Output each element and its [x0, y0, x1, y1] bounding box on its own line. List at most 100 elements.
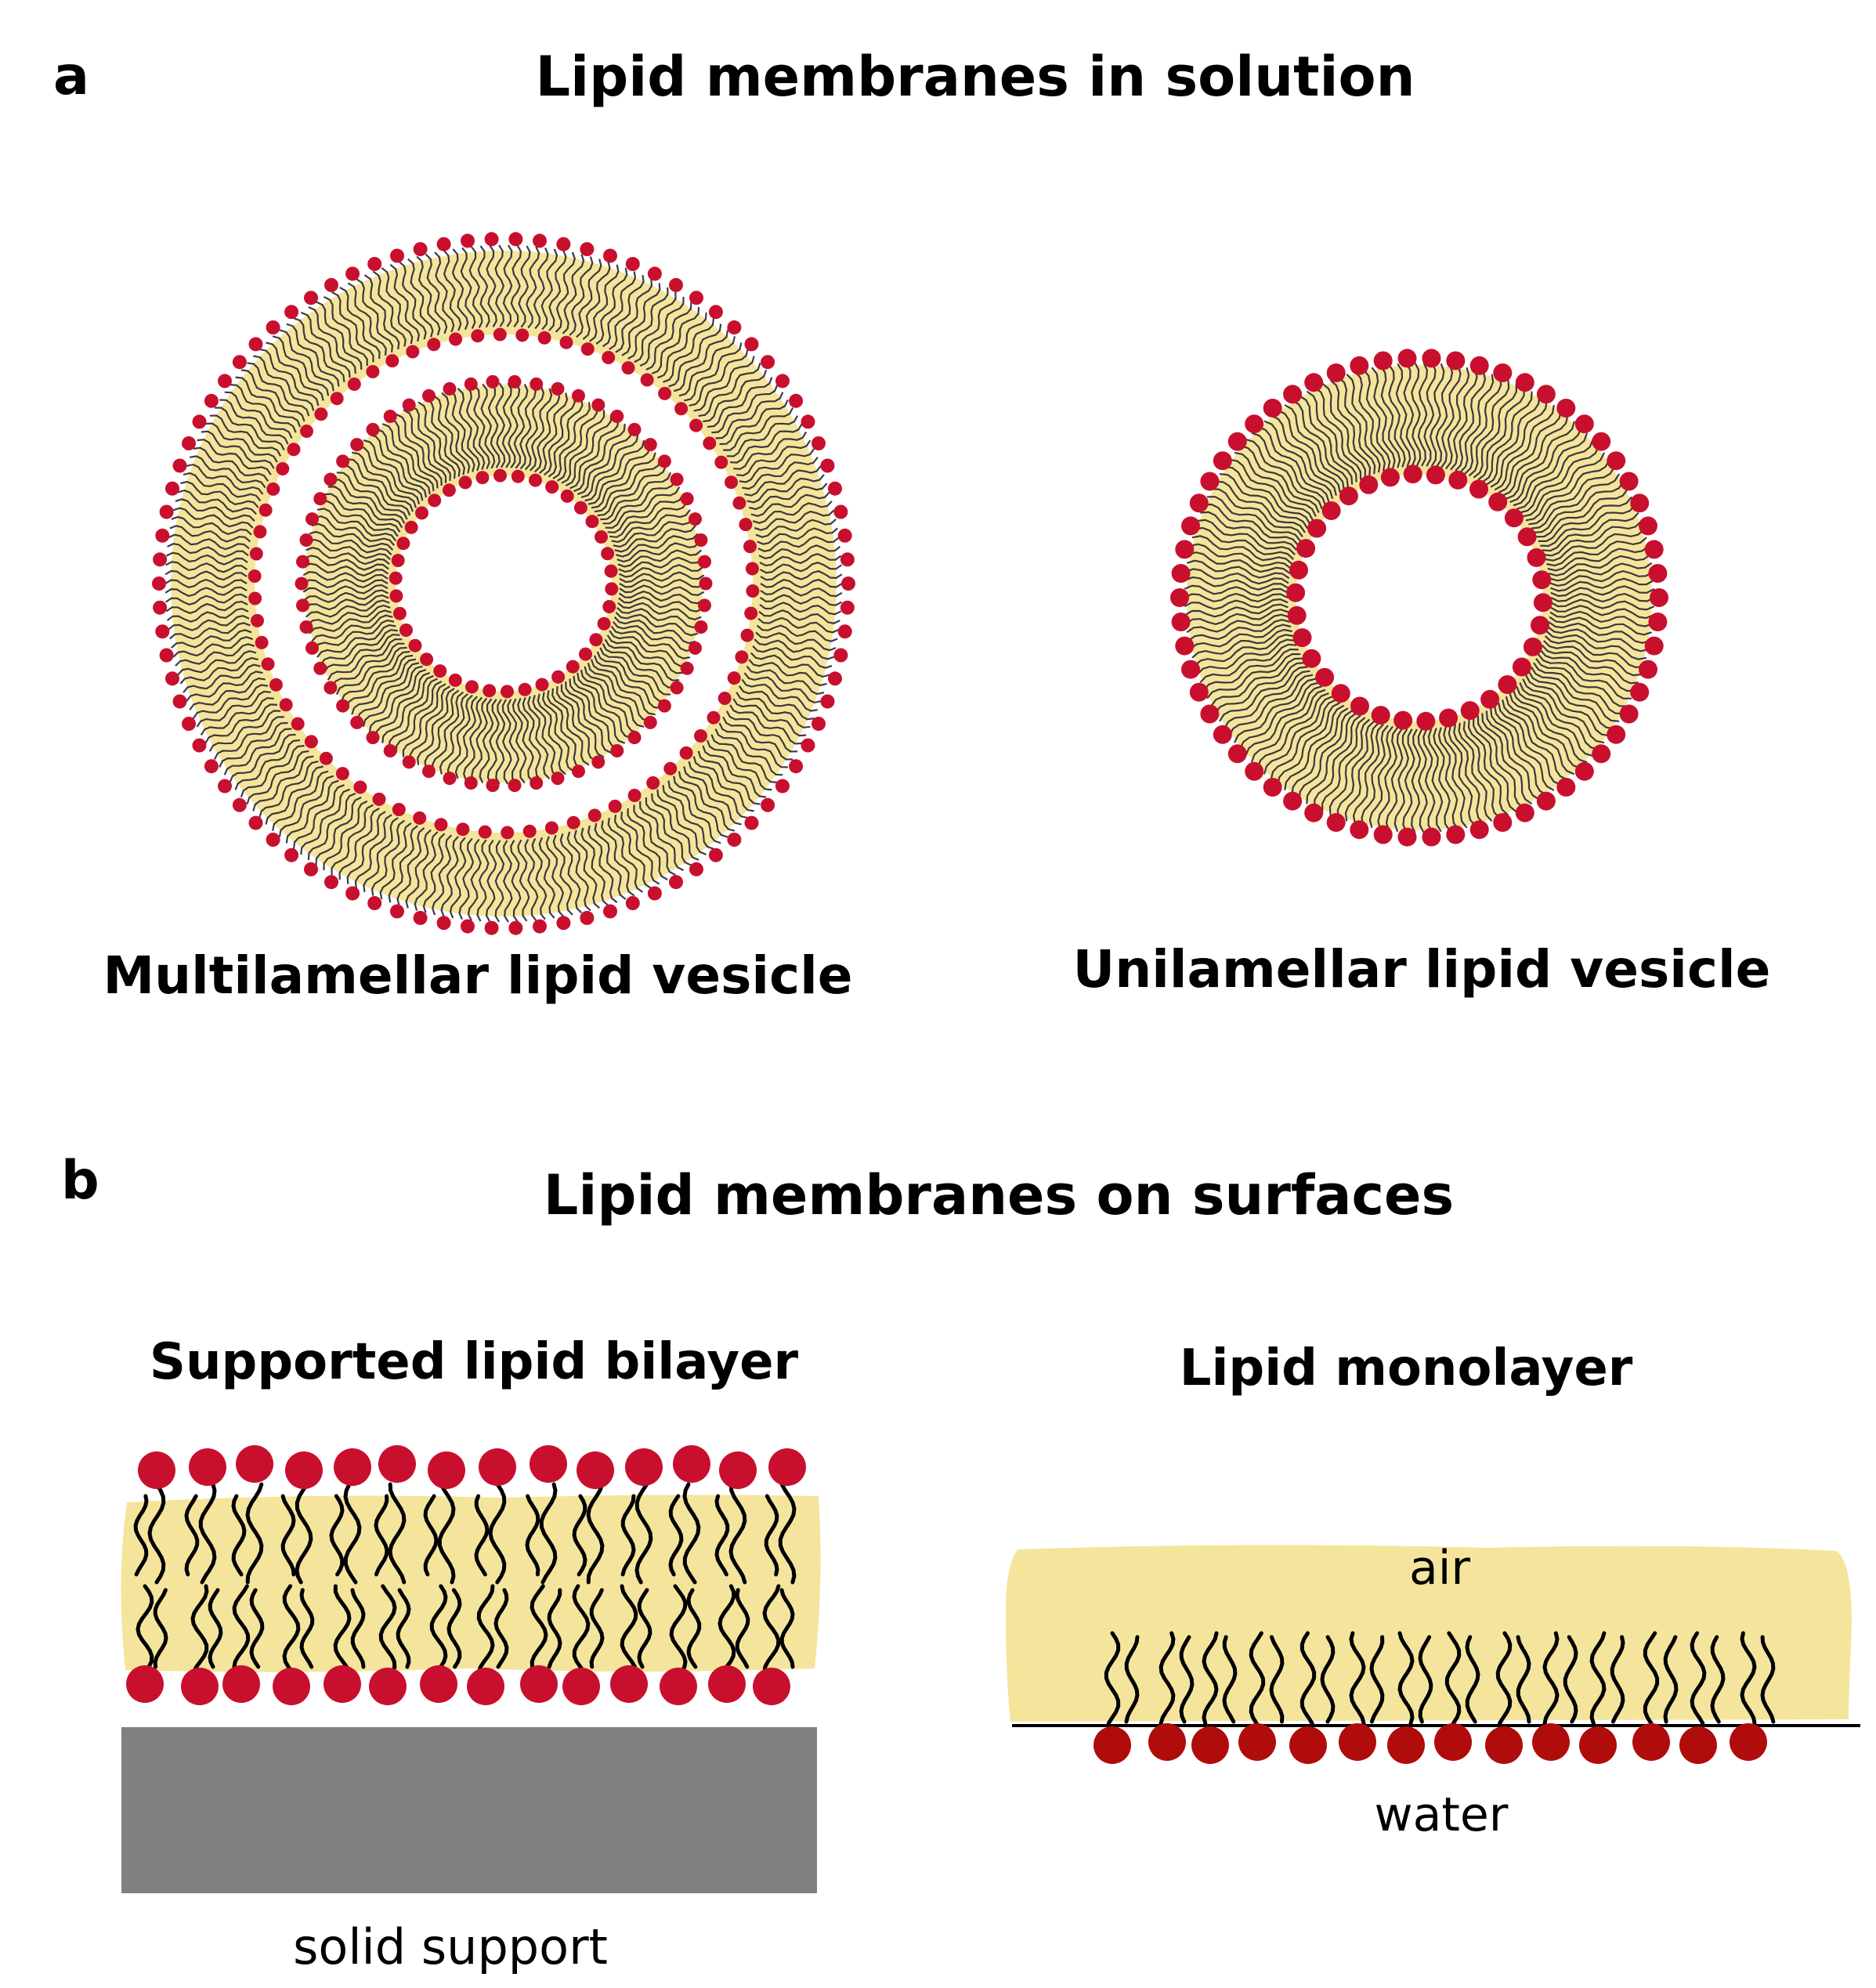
mlv-tail — [697, 750, 761, 805]
luv-tail — [1371, 367, 1396, 469]
mlv-tail — [324, 493, 401, 533]
luv-head — [1644, 540, 1664, 559]
luv-tail — [1388, 363, 1406, 468]
mlv-tail — [208, 710, 281, 752]
mlv-tail — [617, 549, 703, 568]
mlv-head — [350, 715, 364, 729]
bilayer-tail — [764, 1494, 779, 1577]
mlv-tail — [396, 827, 425, 906]
mlv-tail — [335, 646, 407, 696]
mlv-head — [789, 393, 804, 408]
mlv-tail — [758, 609, 840, 624]
mlv-tail — [668, 324, 722, 388]
mlv-tail — [560, 684, 605, 758]
bilayer-head — [236, 1445, 273, 1483]
bilayer-head — [610, 1665, 648, 1703]
water-label: water — [1375, 1787, 1509, 1842]
mlv-head — [390, 248, 404, 263]
mlv-head — [551, 381, 565, 396]
mlv-tail — [750, 491, 830, 517]
luv-head — [1200, 472, 1220, 491]
panel-a-letter: a — [53, 45, 89, 107]
mlv-tail — [517, 839, 530, 922]
bilayer-head — [428, 1451, 465, 1489]
mlv-head — [366, 365, 380, 378]
mlv-head — [335, 767, 349, 781]
mlv-tail — [316, 301, 363, 370]
mlv-tail — [285, 779, 339, 844]
mlv-head — [604, 564, 618, 578]
mlv-tail — [634, 291, 677, 363]
luv-tail — [1284, 704, 1345, 791]
mlv-head — [448, 673, 462, 687]
mlv-tail — [279, 329, 334, 392]
mlv-tail — [651, 307, 700, 375]
mlv-head — [304, 735, 318, 749]
mlv-tail — [175, 498, 255, 522]
luv-tail — [1203, 503, 1299, 547]
mlv-tail — [639, 801, 684, 871]
monolayer-tail — [1249, 1631, 1266, 1726]
mlv-head — [610, 744, 624, 757]
mlv-tail — [494, 244, 505, 327]
luv-head — [1439, 708, 1459, 728]
luv-head — [1283, 385, 1303, 404]
bilayer-tail — [231, 1494, 247, 1577]
mlv-tail — [331, 479, 406, 524]
mlv-tail — [758, 544, 841, 560]
mlv-tail — [416, 255, 441, 336]
bilayer-tail — [446, 1588, 462, 1669]
mlv-tail — [259, 348, 320, 407]
mlv-head — [443, 772, 457, 786]
mlv-head — [608, 799, 622, 813]
luv-tail — [1234, 451, 1317, 517]
luv-tail — [1206, 496, 1302, 542]
mlv-head — [663, 761, 678, 775]
mlv-head — [415, 506, 428, 520]
luv-tail — [1512, 689, 1588, 764]
bilayer-tail — [778, 1482, 797, 1585]
mlv-head — [330, 392, 344, 406]
mlv-tail — [597, 465, 667, 517]
mlv-tail — [667, 780, 721, 844]
mlv-tail — [689, 349, 749, 407]
bilayer-tail — [525, 1494, 540, 1577]
mlv-tail — [744, 465, 822, 497]
monolayer-title: Lipid monolayer — [1180, 1339, 1633, 1397]
mlv-head — [841, 577, 855, 591]
mlv-head — [589, 633, 603, 647]
mlv-tail — [338, 808, 380, 880]
luv-tail — [1210, 657, 1303, 707]
mlv-tail — [327, 638, 403, 681]
bilayer-head — [222, 1665, 260, 1703]
mlv-tail — [300, 788, 351, 855]
luv-tail — [1298, 710, 1353, 801]
luv-tail — [1543, 640, 1642, 677]
luv-head — [1292, 628, 1312, 648]
luv-head — [1350, 696, 1369, 716]
mlv-head — [305, 641, 319, 655]
bilayer-tail — [423, 1494, 439, 1577]
luv-tail — [1533, 662, 1624, 715]
mlv-tail — [619, 571, 705, 584]
monolayer-tail — [1563, 1635, 1578, 1724]
mlv-tail — [425, 398, 461, 477]
bilayer-tail — [634, 1482, 653, 1585]
mlv-tail — [547, 690, 582, 769]
mlv-tail — [305, 547, 390, 566]
luv-tail — [1464, 377, 1502, 475]
mlv-head — [566, 660, 580, 674]
mlv-tail — [339, 287, 381, 360]
luv-tail — [1458, 722, 1493, 822]
mlv-tail — [559, 833, 583, 914]
mlv-tail — [543, 395, 576, 476]
mlv-head — [603, 248, 617, 263]
mlv-head — [172, 694, 187, 709]
mlv-tail — [501, 699, 512, 785]
mlv-tail — [678, 336, 736, 397]
mlv-tail — [733, 431, 808, 470]
luv-head — [1630, 682, 1650, 702]
luv-tail — [1545, 631, 1647, 660]
mlv-tail — [381, 674, 434, 744]
bilayer-tail — [350, 1588, 366, 1669]
